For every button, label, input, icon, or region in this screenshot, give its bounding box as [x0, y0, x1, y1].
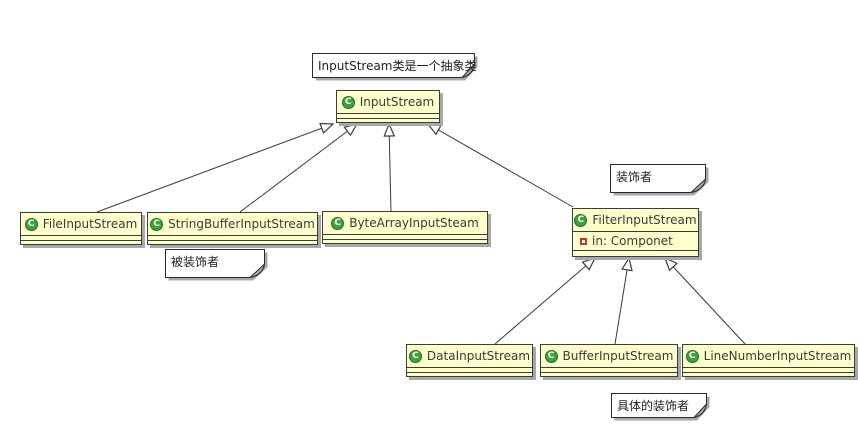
class-fileinputstream[interactable]: C FileInputStream [20, 212, 142, 245]
operations-compartment [337, 118, 439, 122]
class-inputstream[interactable]: C InputStream [336, 90, 440, 123]
edge-bufferinputstream-filterinputstream[interactable] [614, 256, 633, 345]
operations-compartment [407, 372, 532, 376]
edge-linenumberinputstream-filterinputstream[interactable] [663, 256, 746, 345]
class-datainputstream[interactable]: C DataInputStream [406, 344, 533, 377]
class-icon: C [408, 349, 422, 363]
class-name: ByteArrayInputSteam [349, 216, 479, 230]
note-text: 具体的装饰者 [617, 399, 690, 413]
attributes-compartment [337, 113, 439, 118]
attributes-compartment [541, 367, 677, 372]
attributes-compartment [407, 367, 532, 372]
note-text: 被装饰者 [171, 255, 220, 269]
note-decorator[interactable]: 装饰者 [610, 164, 712, 197]
class-name: DataInputStream [426, 349, 531, 363]
class-icon: C [574, 213, 588, 227]
operations-compartment [541, 372, 677, 376]
class-icon: C [24, 217, 38, 231]
edge-filterinputstream-inputstream[interactable] [426, 123, 574, 208]
operations-compartment [683, 372, 854, 376]
operations-compartment [21, 240, 141, 244]
operations-compartment [148, 240, 317, 244]
attributes-compartment [683, 367, 854, 372]
note-text: InputStream类是一个抽象类 [318, 59, 477, 73]
class-icon: C [331, 216, 345, 230]
class-stringbufferinputstream[interactable]: C StringBufferInputStream [147, 212, 318, 245]
class-name: FileInputStream [42, 217, 138, 231]
edge-bytearrayinputsteam-inputstream[interactable] [383, 122, 396, 213]
class-name: FilterInputStream [592, 213, 697, 227]
class-name: LineNumberInputStream [703, 349, 852, 363]
attributes-compartment [148, 235, 317, 240]
class-name: InputStream [359, 95, 435, 109]
edge-datainputstream-filterinputstream[interactable] [494, 256, 597, 345]
class-name: StringBufferInputStream [168, 217, 315, 231]
attributes-compartment [323, 234, 487, 239]
attributes-compartment [21, 235, 141, 240]
class-bufferinputstream[interactable]: C BufferInputStream [540, 344, 678, 377]
class-name: BufferInputStream [562, 349, 674, 363]
edge-fileinputstream-inputstream[interactable] [96, 122, 335, 213]
attributes-compartment: in: Componet [573, 231, 698, 250]
attribute-icon [580, 237, 587, 245]
class-linenumberinputstream[interactable]: C LineNumberInputStream [682, 344, 855, 377]
operations-compartment [573, 250, 698, 256]
class-icon: C [544, 349, 558, 363]
class-icon: C [150, 217, 164, 231]
class-icon: C [685, 349, 699, 363]
operations-compartment [323, 239, 487, 243]
edge-stringbufferinputstream-inputstream[interactable] [239, 123, 359, 213]
class-icon: C [341, 95, 355, 109]
class-bytearrayinputsteam[interactable]: C ByteArrayInputSteam [322, 211, 488, 244]
note-text: 装饰者 [616, 170, 653, 184]
note-concrete-decorators[interactable]: 具体的装饰者 [611, 393, 713, 423]
class-filterinputstream[interactable]: C FilterInputStream in: Componet [572, 208, 699, 257]
note-decorated[interactable]: 被装饰者 [165, 249, 271, 282]
attribute-label: in: Componet [592, 234, 673, 248]
note-abstract-class[interactable]: InputStream类是一个抽象类 [312, 53, 482, 83]
